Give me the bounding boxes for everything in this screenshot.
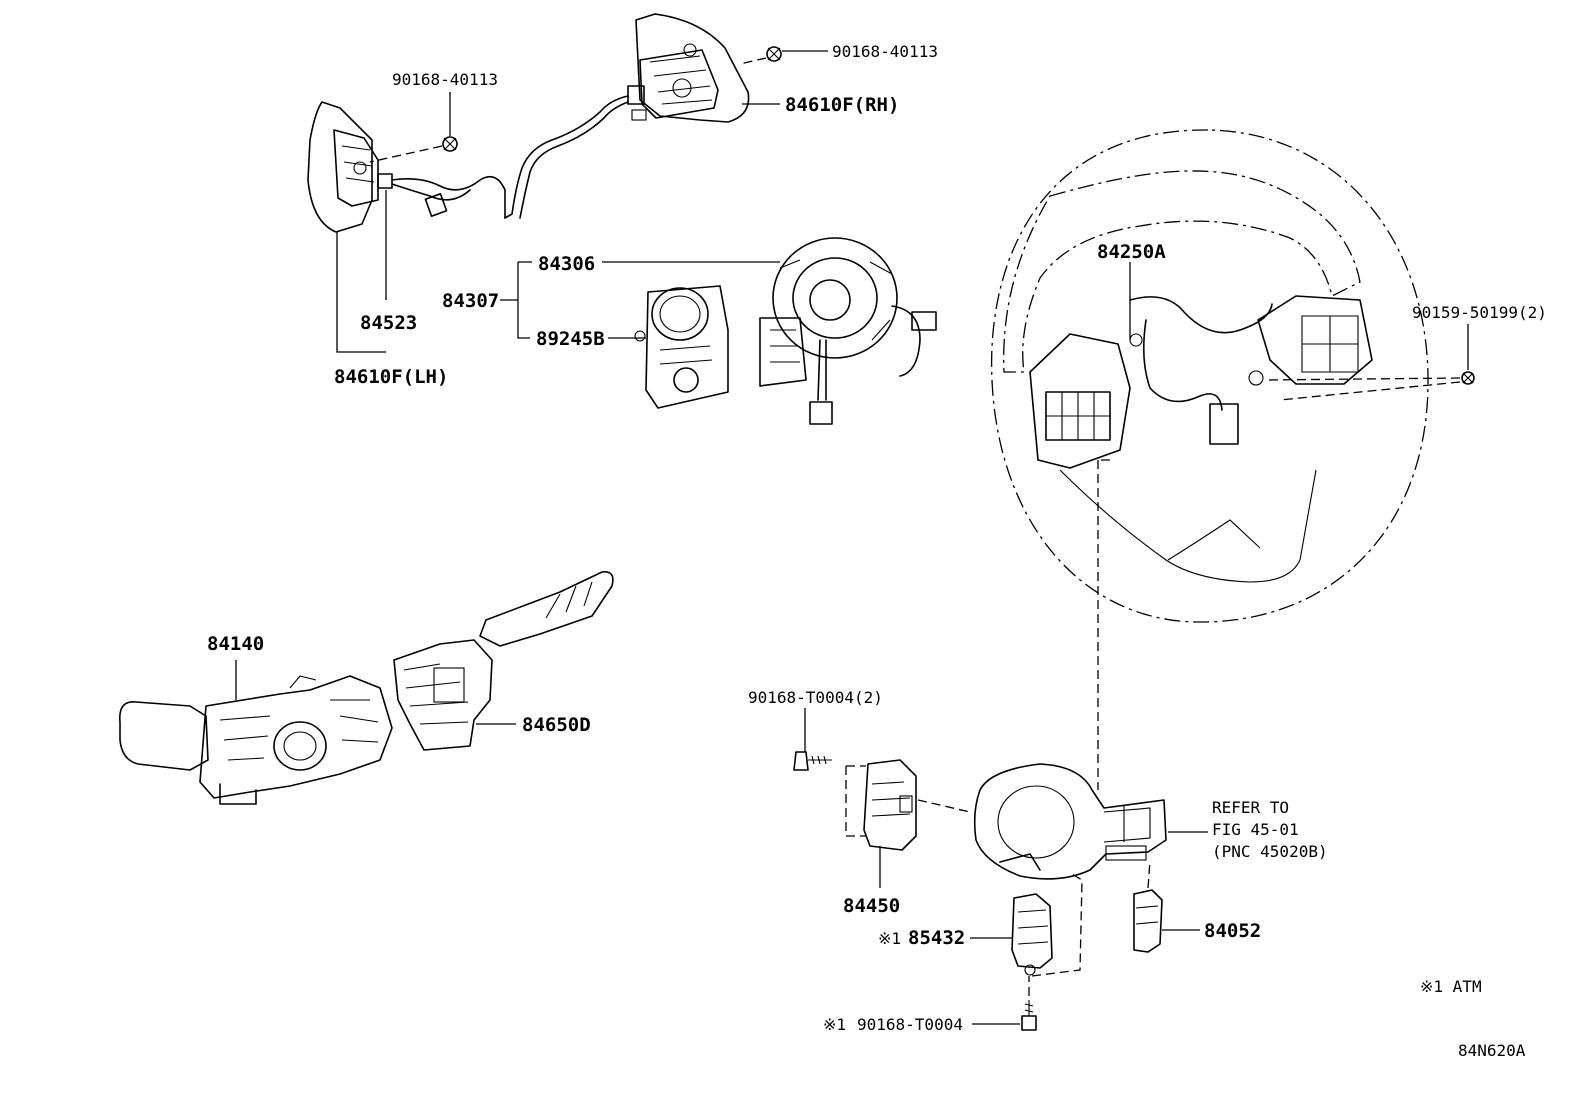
- steering-column-assembly[interactable]: [973, 763, 1167, 880]
- part-84052[interactable]: [1133, 889, 1163, 953]
- label-bolt-wheel: 90159-50199(2): [1412, 303, 1547, 322]
- label-refer-3: (PNC 45020B): [1212, 842, 1328, 861]
- label-bolt-top-left: 90168-40113: [392, 70, 498, 89]
- label-bolt-84450: 90168-T0004(2): [748, 688, 883, 707]
- steering-sensor-89245b[interactable]: [634, 285, 729, 409]
- screw-bottom[interactable]: [1021, 1000, 1037, 1031]
- label-84306: 84306: [538, 253, 595, 275]
- label-switch-rh: 84610F(RH): [785, 94, 899, 116]
- screw-84450[interactable]: [793, 751, 832, 771]
- label-89245b: 89245B: [536, 328, 605, 350]
- screw-lh[interactable]: [442, 136, 458, 152]
- label-84450: 84450: [843, 895, 900, 917]
- switch-84450[interactable]: [863, 759, 917, 851]
- screw-rh[interactable]: [766, 46, 782, 62]
- part-85432[interactable]: [1011, 893, 1053, 976]
- label-refer-2: FIG 45-01: [1212, 820, 1299, 839]
- label-switch-lh: 84610F(LH): [334, 366, 448, 388]
- footnote-atm: ※1 ATM: [1420, 977, 1482, 996]
- atm-mark-85432: ※1: [878, 929, 901, 948]
- atm-mark-bottom: ※1: [823, 1015, 846, 1034]
- label-refer-1: REFER TO: [1212, 798, 1289, 817]
- label-84140: 84140: [207, 633, 264, 655]
- spiral-cable-84306[interactable]: [759, 237, 937, 425]
- label-bolt-top-right: 90168-40113: [832, 42, 938, 61]
- label-84650d: 84650D: [522, 714, 591, 736]
- label-84250a: 84250A: [1097, 241, 1166, 263]
- label-84523: 84523: [360, 312, 417, 334]
- screw-wheel[interactable]: [1461, 371, 1475, 385]
- label-84052: 84052: [1204, 920, 1261, 942]
- paddle-switch-rh[interactable]: [627, 13, 750, 123]
- label-bolt-bottom: 90168-T0004: [857, 1015, 963, 1034]
- label-85432: 85432: [908, 927, 965, 949]
- paddle-switch-lh[interactable]: [307, 101, 393, 233]
- combination-switch-84140[interactable]: [119, 675, 393, 805]
- wire-harness-lh: [391, 175, 506, 219]
- label-84307: 84307: [442, 290, 499, 312]
- wire-harness-rh: [504, 95, 629, 219]
- diagram-id: 84N620A: [1458, 1041, 1526, 1060]
- wiper-switch-84650d[interactable]: [393, 570, 614, 751]
- steering-wheel[interactable]: [990, 129, 1429, 623]
